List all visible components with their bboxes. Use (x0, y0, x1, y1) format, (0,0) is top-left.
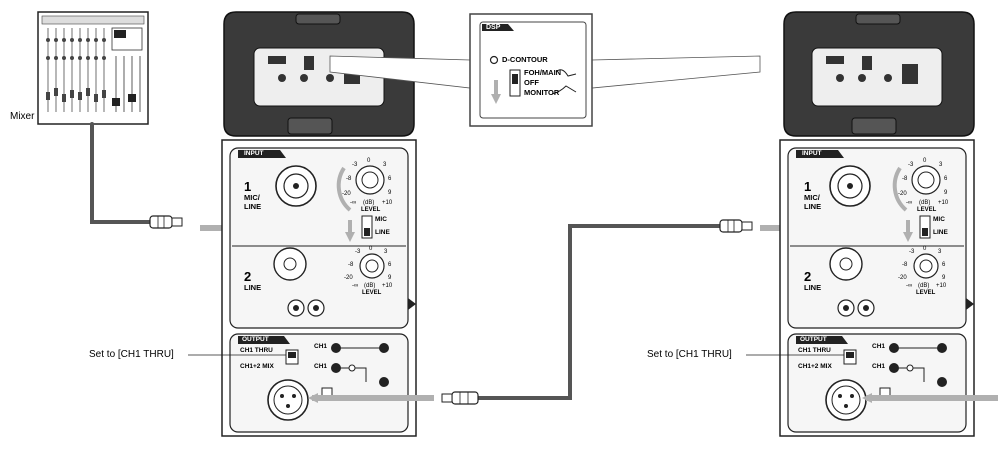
dsp-d-contour-label: D-CONTOUR (502, 55, 548, 64)
ch1-label-line1-right: MIC/ (804, 193, 820, 202)
cable-mixer-to-speaker1 (90, 122, 156, 224)
knob1-0-right: 0 (923, 158, 927, 164)
knob1-3-left: 3 (383, 162, 387, 168)
switch-line-left: LINE (375, 229, 390, 236)
knob2-minus8-right: -8 (902, 262, 908, 268)
knob1-minus20-right: -20 (898, 191, 907, 197)
knob1-minus3-left: -3 (352, 162, 358, 168)
set-to-label-left: Set to [CH1 THRU] (89, 349, 174, 360)
knob1-3-right: 3 (939, 162, 943, 168)
ch1-number-right: 1 (804, 179, 812, 194)
knob2-minus20-right: -20 (898, 275, 907, 281)
xlr-plug-middle (441, 391, 479, 405)
knob2-inf-right: -∞ (906, 283, 913, 289)
speaker-left (221, 11, 417, 437)
ch2-number-right: 2 (804, 269, 812, 284)
ch1-number-left: 1 (244, 179, 252, 194)
knob2-9-left: 9 (388, 275, 392, 281)
knob2-minus3-right: -3 (909, 249, 915, 255)
mixer-label: Mixer (10, 111, 35, 122)
knob1-0-left: 0 (367, 158, 371, 164)
knob1-minus8-left: -8 (346, 176, 352, 182)
knob1-minus3-right: -3 (908, 162, 914, 168)
knob2-minus20-left: -20 (344, 275, 353, 281)
xlr-plug-left (149, 215, 183, 229)
knob1-inf-right: -∞ (906, 200, 913, 206)
dsp-monitor-label: MONITOR (524, 88, 560, 97)
knob1-6-left: 6 (388, 176, 392, 182)
ch1-thru-label-right: CH1 THRU (798, 347, 831, 354)
ch2-number-left: 2 (244, 269, 252, 284)
knob2-minus3-left: -3 (355, 249, 361, 255)
knob1-6-right: 6 (944, 176, 948, 182)
switch-mic-left: MIC (375, 216, 387, 223)
ch1-thru-label-left: CH1 THRU (240, 347, 273, 354)
input-header-left: INPUT (244, 150, 264, 157)
knob2-6-right: 6 (942, 262, 946, 268)
ch1-label-line2-right: LINE (804, 202, 822, 211)
knob2-3-right: 3 (938, 249, 942, 255)
knob2-plus10-left: +10 (382, 283, 393, 289)
ch1-route-a-left: CH1 (314, 343, 328, 350)
knob1-level-right: LEVEL (917, 207, 937, 213)
set-to-label-right: Set to [CH1 THRU] (647, 349, 732, 360)
ch1-route-b-right: CH1 (872, 363, 886, 370)
knob2-6-left: 6 (388, 262, 392, 268)
knob2-9-right: 9 (942, 275, 946, 281)
knob2-level-right: LEVEL (916, 290, 936, 296)
knob1-db-left: (dB) (363, 200, 375, 206)
ch12-mix-label-left: CH1+2 MIX (240, 363, 274, 370)
knob2-inf-left: -∞ (352, 283, 359, 289)
knob2-db-left: (dB) (364, 283, 376, 289)
input-header-right: INPUT (802, 150, 822, 157)
knob2-db-right: (dB) (918, 283, 930, 289)
knob1-minus20-left: -20 (342, 191, 351, 197)
switch-line-right: LINE (933, 229, 948, 236)
knob2-0-left: 0 (369, 246, 373, 252)
output-header-left: OUTPUT (242, 336, 269, 343)
knob1-inf-left: -∞ (350, 200, 357, 206)
ch2-label-right: LINE (804, 283, 822, 292)
xlr-plug-right (719, 219, 753, 233)
knob1-db-right: (dB) (919, 200, 931, 206)
knob2-level-left: LEVEL (362, 290, 382, 296)
switch-mic-right: MIC (933, 216, 945, 223)
knob2-minus8-left: -8 (348, 262, 354, 268)
knob1-minus8-right: -8 (902, 176, 908, 182)
ch2-label-left: LINE (244, 283, 262, 292)
knob1-plus10-left: +10 (382, 200, 393, 206)
dsp-title: DSP (486, 24, 501, 31)
knob1-9-left: 9 (388, 190, 392, 196)
dsp-off-label: OFF (524, 78, 539, 87)
mixer-device (37, 11, 149, 125)
ch1-label-line1-left: MIC/ (244, 193, 260, 202)
dsp-foh-main-label: FOH/MAIN (524, 68, 562, 77)
knob1-level-left: LEVEL (361, 207, 381, 213)
speaker-right (779, 11, 975, 437)
ch1-route-a-right: CH1 (872, 343, 886, 350)
cable-speaker1-to-speaker2 (476, 224, 726, 400)
knob2-3-left: 3 (384, 249, 388, 255)
dsp-callout (329, 13, 761, 127)
ch1-label-line2-left: LINE (244, 202, 262, 211)
knob2-0-right: 0 (923, 246, 927, 252)
knob1-plus10-right: +10 (938, 200, 949, 206)
ch12-mix-label-right: CH1+2 MIX (798, 363, 832, 370)
knob1-9-right: 9 (944, 190, 948, 196)
ch1-route-b-left: CH1 (314, 363, 328, 370)
knob2-plus10-right: +10 (936, 283, 947, 289)
output-header-right: OUTPUT (800, 336, 827, 343)
